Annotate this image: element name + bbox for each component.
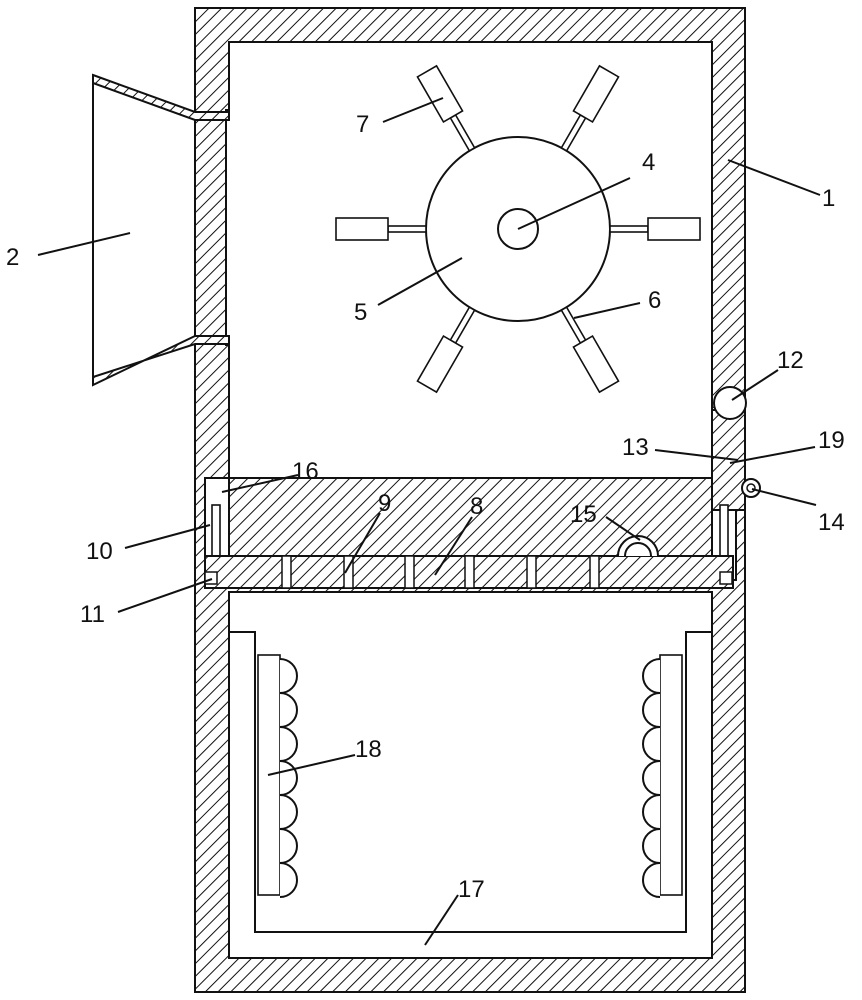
label-7: 7 [356, 111, 369, 138]
screen-hole [404, 555, 415, 589]
label-8: 8 [470, 493, 483, 520]
screen-hole [526, 555, 537, 589]
screen-hole [589, 555, 600, 589]
latch-knob [713, 386, 747, 420]
label-16: 16 [292, 458, 319, 485]
label-19: 19 [818, 427, 845, 454]
label-6: 6 [648, 287, 661, 314]
label-10: 10 [86, 538, 113, 565]
blade [335, 217, 427, 241]
right-clip [719, 571, 733, 585]
screen-plate [204, 555, 734, 589]
left-clip [204, 571, 218, 585]
label-17: 17 [458, 876, 485, 903]
blade [560, 64, 620, 152]
hopper [92, 73, 230, 387]
handle [617, 535, 659, 557]
blade [560, 306, 620, 394]
right-heater [642, 654, 683, 898]
screen-hole [343, 555, 354, 589]
label-9: 9 [378, 490, 391, 517]
label-12: 12 [777, 347, 804, 374]
blade [416, 64, 476, 152]
label-5: 5 [354, 299, 367, 326]
label-18: 18 [355, 736, 382, 763]
leader-lines [37, 97, 821, 946]
screen-hole [281, 555, 292, 589]
left-heater [257, 654, 298, 898]
collection-tray [229, 631, 712, 933]
label-1: 1 [822, 185, 835, 212]
label-15: 15 [570, 501, 597, 528]
label-4: 4 [642, 149, 655, 176]
blade [416, 306, 476, 394]
label-2: 2 [6, 244, 19, 271]
door-panel [711, 409, 746, 511]
screen-hole [464, 555, 475, 589]
blade [609, 217, 701, 241]
label-11: 11 [80, 601, 105, 628]
label-13: 13 [622, 434, 649, 461]
label-14: 14 [818, 509, 845, 536]
